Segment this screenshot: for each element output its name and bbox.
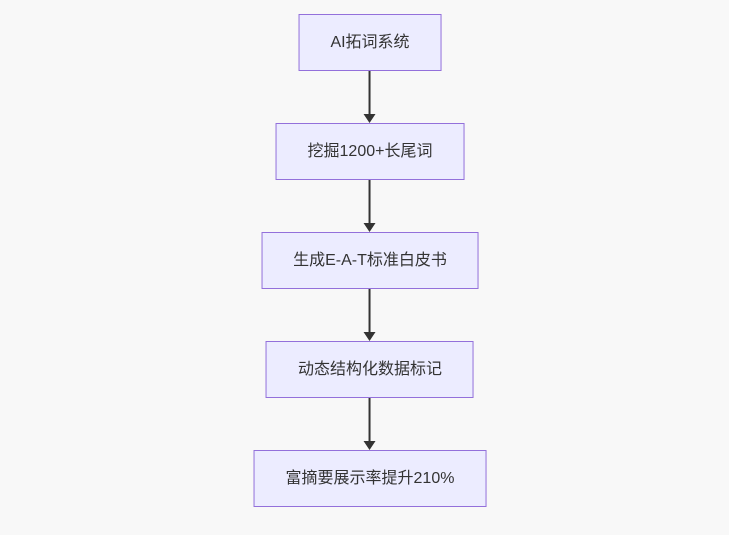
arrow-head-down-icon	[364, 332, 376, 341]
arrow-shaft	[369, 180, 371, 223]
flow-arrow-4	[363, 398, 377, 450]
node-rich-snippet-rate-increase: 富摘要展示率提升210%	[253, 450, 487, 507]
flowchart: AI拓词系统 挖掘1200+长尾词 生成E-A-T标准白皮书 动态结构化数据标记…	[253, 14, 487, 507]
arrow-shaft	[369, 398, 371, 441]
arrow-head-down-icon	[364, 223, 376, 232]
node-mine-longtail-keywords: 挖掘1200+长尾词	[275, 123, 465, 180]
arrow-shaft	[369, 289, 371, 332]
arrow-head-down-icon	[364, 114, 376, 123]
node-generate-eat-whitepaper: 生成E-A-T标准白皮书	[261, 232, 479, 289]
arrow-head-down-icon	[364, 441, 376, 450]
flow-arrow-2	[363, 180, 377, 232]
flow-arrow-1	[363, 71, 377, 123]
node-ai-word-expansion-system: AI拓词系统	[298, 14, 442, 71]
flow-arrow-3	[363, 289, 377, 341]
node-dynamic-structured-data-markup: 动态结构化数据标记	[265, 341, 474, 398]
arrow-shaft	[369, 71, 371, 114]
